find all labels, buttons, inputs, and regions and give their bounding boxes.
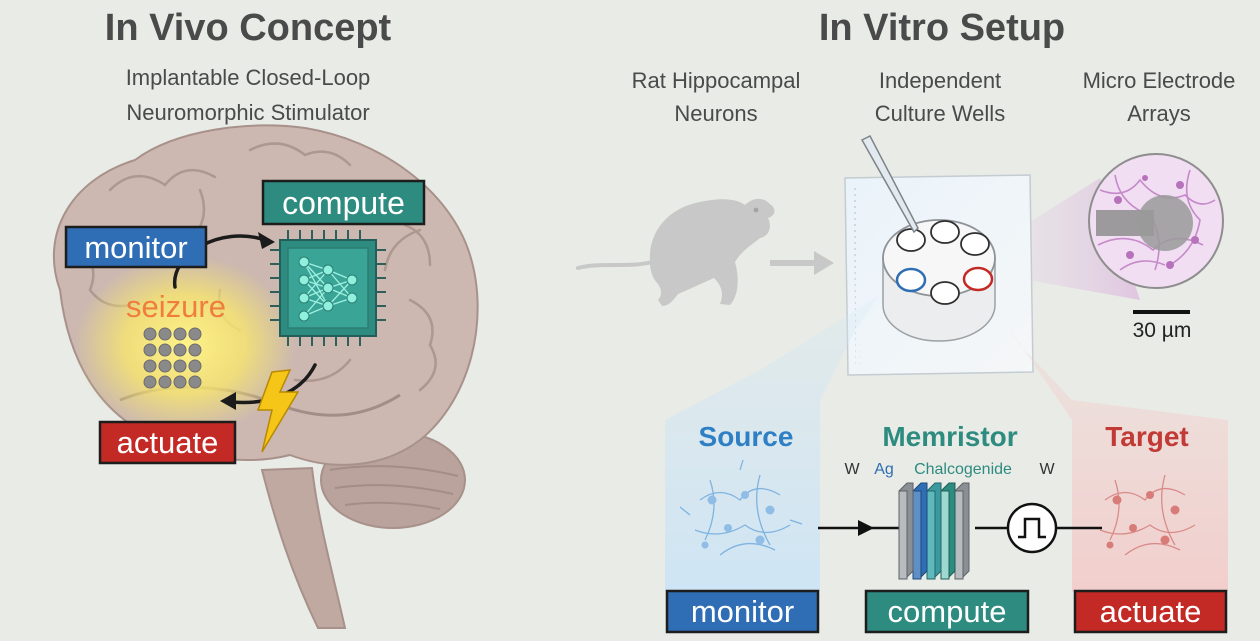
right-title: In Vitro Setup — [819, 7, 1065, 49]
seizure-label: seizure — [126, 289, 226, 324]
micrograph-icon — [1088, 153, 1224, 289]
electrode-grid-icon — [143, 327, 202, 389]
source-funnel — [665, 295, 880, 592]
pulse-icon — [1006, 502, 1058, 554]
mea-plate-icon — [844, 134, 1034, 376]
electrode-dot — [158, 327, 172, 341]
arrow-icon — [770, 251, 834, 275]
scale-bar-label: 30 µm — [1133, 319, 1192, 342]
arrowhead-actuate — [220, 392, 236, 410]
electrode-dot — [188, 343, 202, 357]
target-neurons-icon — [1099, 474, 1196, 556]
caption-neurons-line2: Neurons — [674, 101, 757, 126]
electrode-dot — [188, 359, 202, 373]
chip-icon — [270, 230, 386, 346]
memristor-stack-icon — [898, 482, 970, 580]
electrode-dot — [158, 343, 172, 357]
rat-icon — [576, 198, 775, 306]
left-subtitle-line2: Neuromorphic Stimulator — [126, 100, 369, 125]
electrode-dot — [188, 375, 202, 389]
layer-w-left: W — [844, 461, 860, 478]
electrode-dot — [143, 327, 157, 341]
electrode-dot — [173, 343, 187, 357]
left-title: In Vivo Concept — [105, 7, 392, 49]
electrode-dot — [158, 359, 172, 373]
lightning-icon — [256, 369, 300, 453]
electrode-dot — [143, 359, 157, 373]
monitor-label-box: monitor — [64, 225, 208, 269]
electrode-dot — [173, 375, 187, 389]
monitor-label: monitor — [84, 230, 187, 265]
compute-box: compute — [864, 589, 1030, 634]
monitor-box-label: monitor — [691, 594, 794, 629]
source-title: Source — [699, 421, 794, 452]
compute-label-box: compute — [261, 179, 426, 226]
target-funnel — [990, 300, 1228, 592]
caption-mea-line2: Arrays — [1127, 101, 1191, 126]
actuate-label-box: actuate — [98, 420, 237, 465]
signal-arrowhead — [858, 520, 874, 536]
actuate-box: actuate — [1073, 589, 1228, 634]
layer-chalcogenide: Chalcogenide — [914, 461, 1012, 478]
electrode-dot — [188, 327, 202, 341]
electrode-dot — [173, 327, 187, 341]
electrode-dot — [158, 375, 172, 389]
caption-mea-line1: Micro Electrode — [1083, 68, 1236, 93]
caption-wells-line1: Independent — [879, 68, 1001, 93]
actuate-box-label: actuate — [1100, 594, 1202, 629]
source-neurons-icon — [679, 459, 803, 556]
arrowhead-compute — [258, 232, 275, 249]
layer-ag: Ag — [874, 461, 894, 478]
caption-wells-line2: Culture Wells — [875, 101, 1005, 126]
left-subtitle-line1: Implantable Closed-Loop — [126, 65, 371, 90]
compute-box-label: compute — [888, 594, 1007, 629]
layer-w-right: W — [1039, 461, 1055, 478]
target-title: Target — [1105, 421, 1189, 452]
seizure-glow — [75, 255, 295, 435]
memristor-title: Memristor — [882, 421, 1017, 452]
compute-label: compute — [282, 185, 405, 221]
electrode-dot — [143, 343, 157, 357]
actuate-label: actuate — [117, 425, 219, 460]
electrode-dot — [173, 359, 187, 373]
monitor-box: monitor — [665, 589, 820, 634]
electrode-dot — [143, 375, 157, 389]
caption-neurons-line1: Rat Hippocampal — [632, 68, 801, 93]
